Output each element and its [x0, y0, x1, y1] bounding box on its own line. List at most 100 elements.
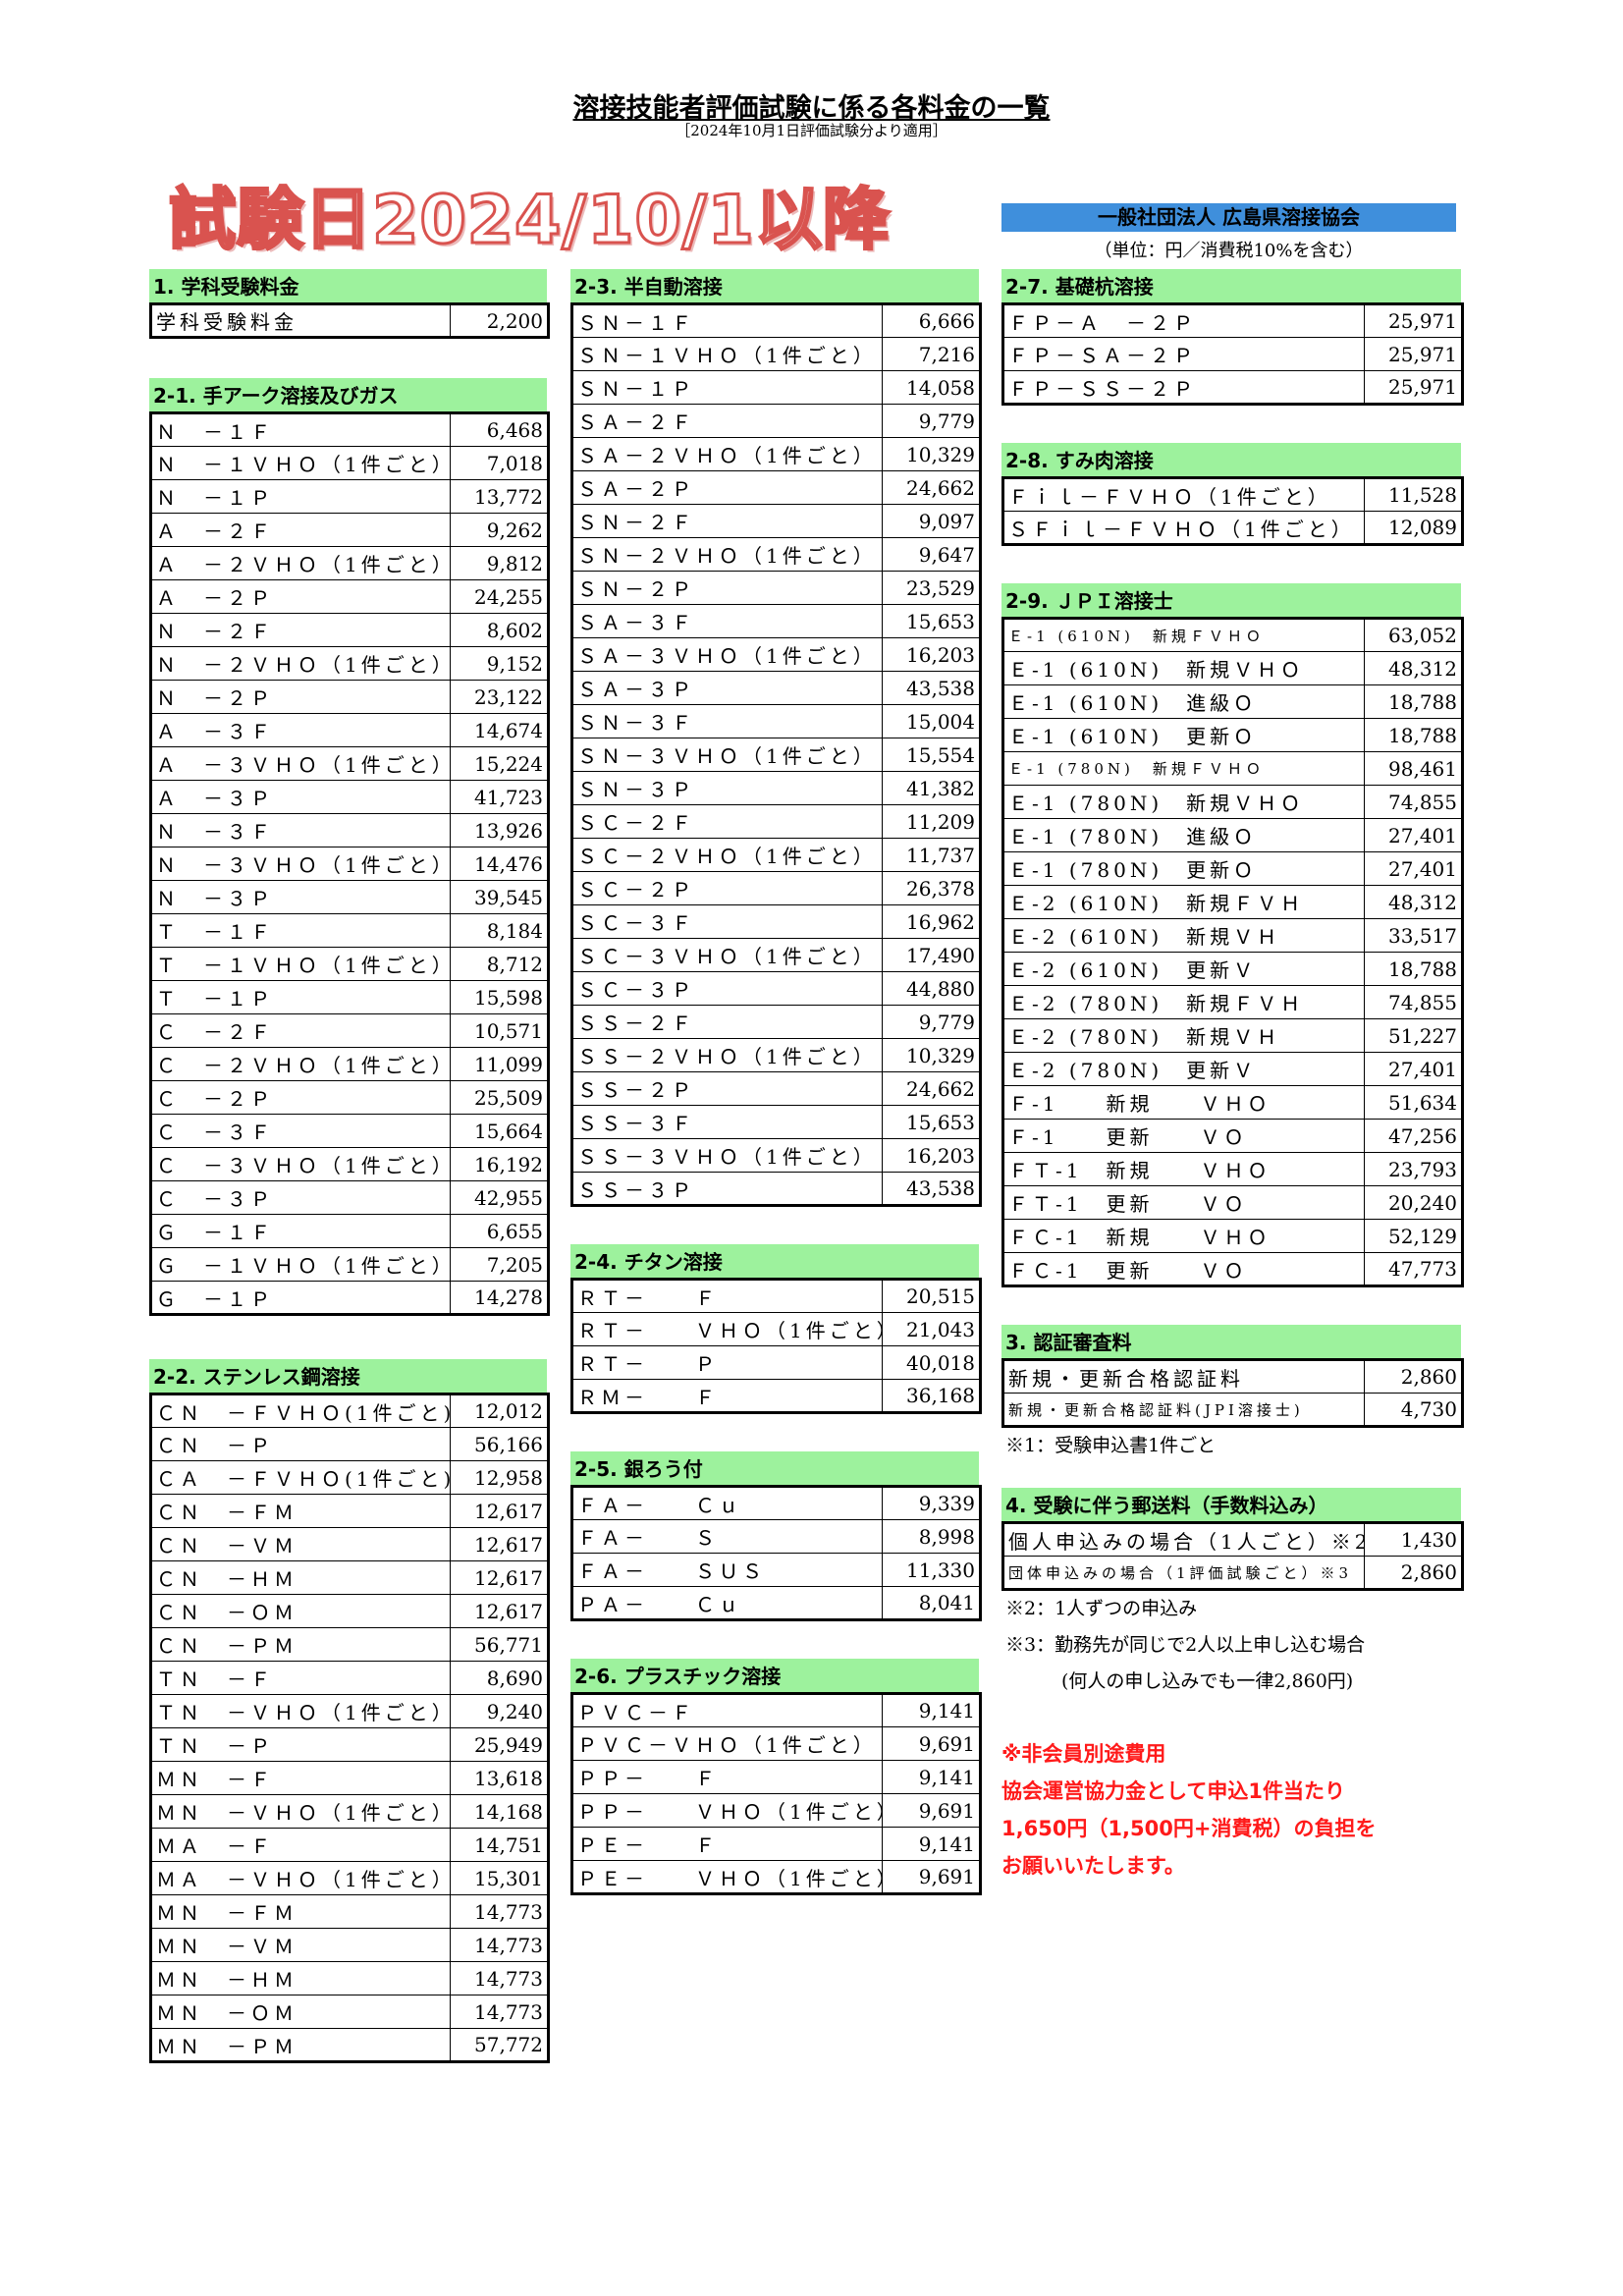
item-name: Ｔ －１ＶＨＯ（1件ごと） [150, 947, 451, 981]
item-fee: 9,141 [882, 1827, 981, 1861]
item-fee: 48,312 [1364, 885, 1463, 919]
item-fee: 17,490 [882, 938, 981, 972]
item-fee: 74,855 [1364, 785, 1463, 819]
table-row: Ｇ －１ＶＨＯ（1件ごと）7,205 [150, 1247, 549, 1282]
item-name: Ｃ －２Ｆ [150, 1013, 451, 1048]
item-fee: 9,647 [882, 537, 981, 572]
item-fee: 40,018 [882, 1345, 981, 1380]
item-name: ＳＦｉｌ－ＦＶＨＯ（1件ごと） [1002, 511, 1365, 545]
item-fee: 25,971 [1364, 303, 1463, 338]
item-fee: 12,012 [450, 1394, 549, 1428]
item-fee: 21,043 [882, 1312, 981, 1346]
item-name: ＳＮ－１Ｆ [571, 303, 883, 338]
item-fee: 9,691 [882, 1726, 981, 1761]
item-fee: 24,255 [450, 579, 549, 614]
table-row: Ｎ －３ＶＨＯ（1件ごと）14,476 [150, 847, 549, 881]
item-fee: 13,772 [450, 479, 549, 514]
section-title: 2-7. 基礎杭溶接 [1001, 269, 1461, 302]
item-name: ＴＮ －ＶＨＯ（1件ごと） [150, 1694, 451, 1728]
item-fee: 12,617 [450, 1594, 549, 1628]
item-fee: 4,730 [1364, 1393, 1463, 1427]
item-name: ＳＡ－２Ｆ [571, 404, 883, 438]
table-row: ＲＴ－ ＶＨＯ（1件ごと）21,043 [571, 1312, 981, 1346]
table-row: Ａ －３ＶＨＯ（1件ごと）15,224 [150, 746, 549, 781]
item-name: ＭＡ －Ｆ [150, 1828, 451, 1862]
item-fee: 14,773 [450, 1961, 549, 1995]
item-name: Ｎ －２Ｆ [150, 613, 451, 647]
item-name: ＣＮ －ＰＭ [150, 1627, 451, 1662]
item-name: Ｎ －２Ｐ [150, 680, 451, 714]
item-name: Ｅ-1 (610N) 更新Ｏ [1002, 718, 1365, 752]
item-fee: 20,240 [1364, 1185, 1463, 1220]
item-name: 新規・更新合格認証料 [1002, 1359, 1365, 1394]
item-fee: 24,662 [882, 470, 981, 505]
item-fee: 14,058 [882, 370, 981, 405]
item-fee: 9,141 [882, 1693, 981, 1727]
item-fee: 15,004 [882, 704, 981, 738]
item-name: ＦＡ－ Ｓ [571, 1519, 883, 1554]
item-fee: 15,224 [450, 746, 549, 781]
item-name: Ｅ-1 (610N) 進級Ｏ [1002, 684, 1365, 719]
item-fee: 9,262 [450, 513, 549, 547]
item-fee: 13,618 [450, 1761, 549, 1795]
table-row: ＴＮ －ＶＨＯ（1件ごと）9,240 [150, 1694, 549, 1728]
item-fee: 27,401 [1364, 1052, 1463, 1086]
item-fee: 1,430 [1364, 1522, 1463, 1557]
item-name: Ｅ-2 (610N) 新規ＦＶＨ [1002, 885, 1365, 919]
item-name: Ｎ －３Ｐ [150, 880, 451, 914]
item-fee: 51,634 [1364, 1085, 1463, 1120]
item-fee: 56,771 [450, 1627, 549, 1662]
item-name: Ａ －３Ｐ [150, 780, 451, 814]
item-fee: 74,855 [1364, 985, 1463, 1019]
section-title: 4. 受験に伴う郵送料（手数料込み） [1001, 1488, 1461, 1521]
item-fee: 14,773 [450, 1995, 549, 2029]
table-row: ＰＥ－ ＶＨＯ（1件ごと）9,691 [571, 1860, 981, 1894]
item-fee: 25,509 [450, 1080, 549, 1115]
item-name: Ｇ －１Ｆ [150, 1214, 451, 1248]
item-fee: 12,617 [450, 1527, 549, 1561]
item-fee: 26,378 [882, 871, 981, 905]
item-name: 個人申込みの場合（1人ごと）※2 [1002, 1522, 1365, 1557]
item-fee: 12,089 [1364, 511, 1463, 545]
item-fee: 14,278 [450, 1281, 549, 1315]
item-name: Ａ －３Ｆ [150, 713, 451, 747]
item-name: ＴＮ －Ｆ [150, 1661, 451, 1695]
table-row: ＳＡ－２ＶＨＯ（1件ごと）10,329 [571, 437, 981, 471]
item-fee: 51,227 [1364, 1018, 1463, 1053]
item-fee: 14,476 [450, 847, 549, 881]
item-fee: 18,788 [1364, 952, 1463, 986]
